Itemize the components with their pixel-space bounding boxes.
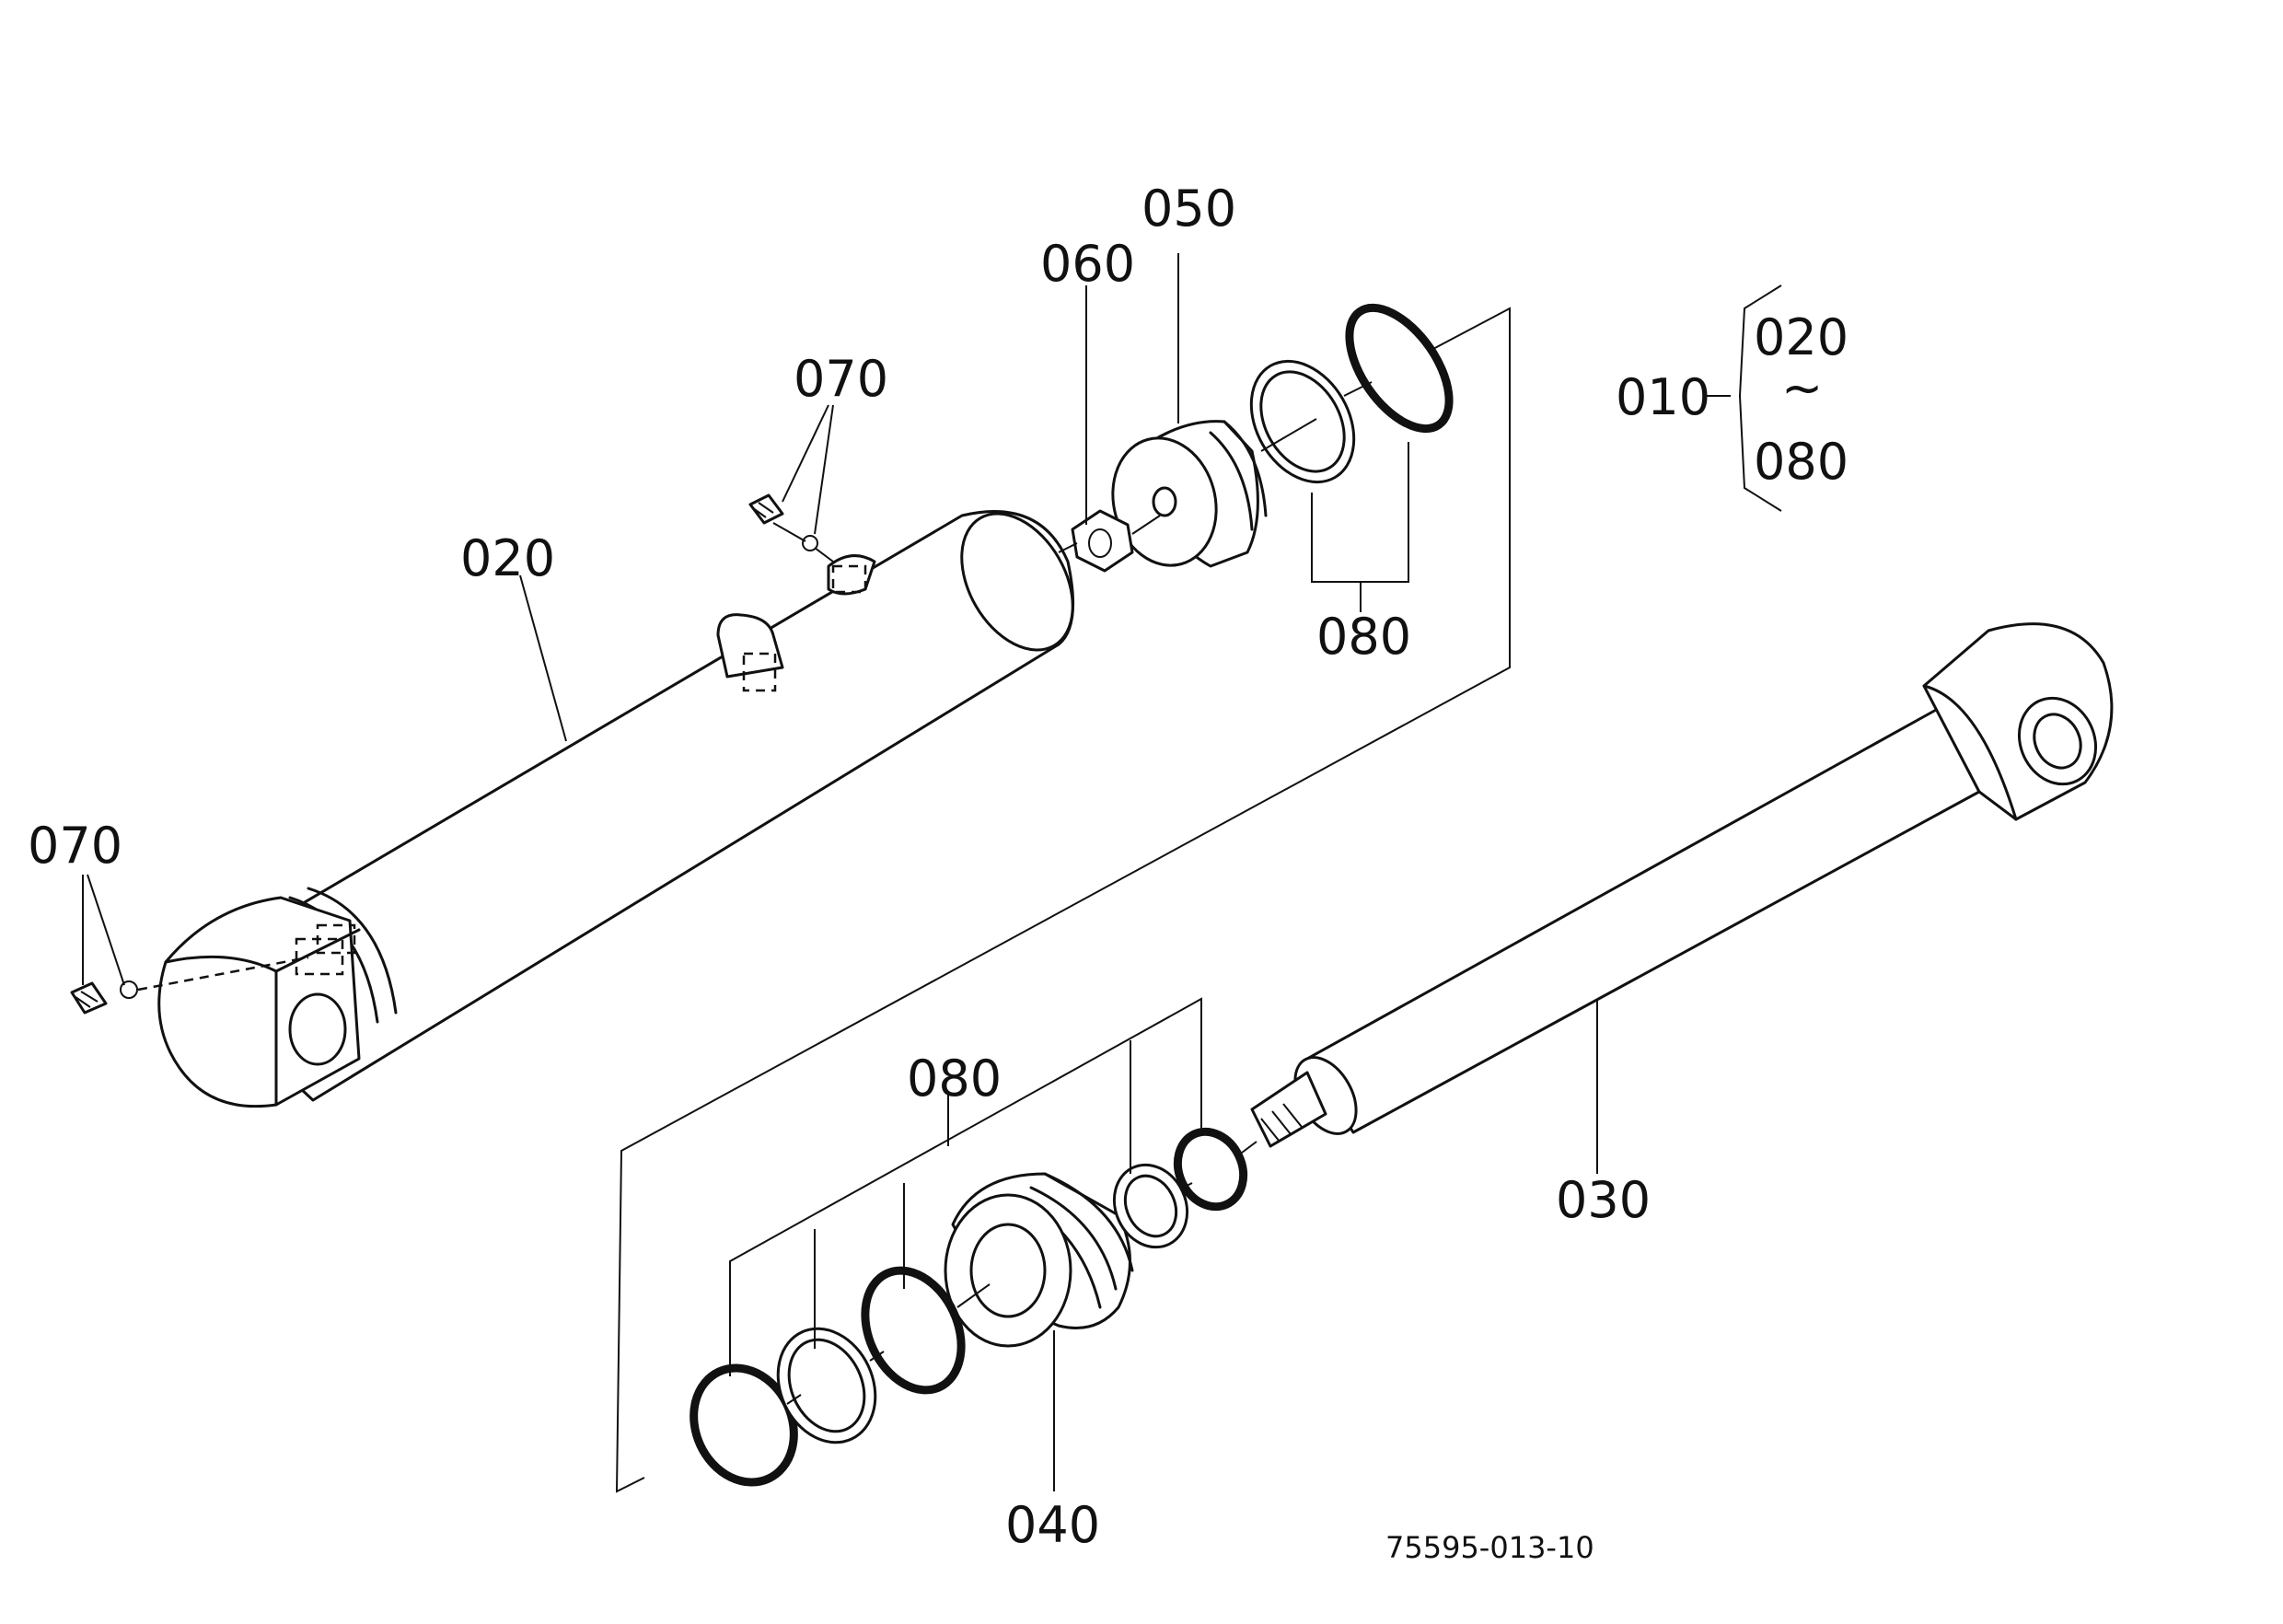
label-080-right: 080	[1316, 608, 1411, 666]
leader-lines	[82, 253, 1782, 1491]
drawing-code: 75595-013-10	[1385, 1530, 1594, 1565]
cylinder-tube	[157, 510, 1075, 1108]
label-070-top: 070	[794, 350, 888, 408]
lock-nut	[1071, 509, 1134, 573]
label-020-legend: 020	[1754, 308, 1848, 366]
label-060: 060	[1040, 235, 1135, 293]
label-080-bottom: 080	[907, 1050, 1002, 1108]
cylinder-head-gland	[1111, 420, 1268, 568]
assembly-axis-lines	[137, 307, 1511, 1493]
label-070-left: 070	[28, 817, 122, 875]
label-040: 040	[1005, 1496, 1100, 1554]
label-080-legend: 080	[1754, 433, 1848, 491]
gland-seal-rings	[1249, 303, 1454, 484]
label-020-main: 020	[460, 529, 555, 587]
piston-rod	[1250, 622, 2114, 1148]
piston	[944, 1172, 1134, 1348]
grease-nipple-top	[748, 493, 818, 551]
label-010: 010	[1616, 368, 1710, 426]
legend-tilde: ~	[1781, 359, 1823, 417]
piston-seal-rings	[690, 1127, 1248, 1487]
part-labels: 020 030 040 050 060 070 070 080 080 010 …	[28, 180, 1848, 1565]
grease-nipple-left	[70, 980, 138, 1015]
label-030: 030	[1556, 1171, 1651, 1229]
label-050: 050	[1142, 180, 1236, 238]
